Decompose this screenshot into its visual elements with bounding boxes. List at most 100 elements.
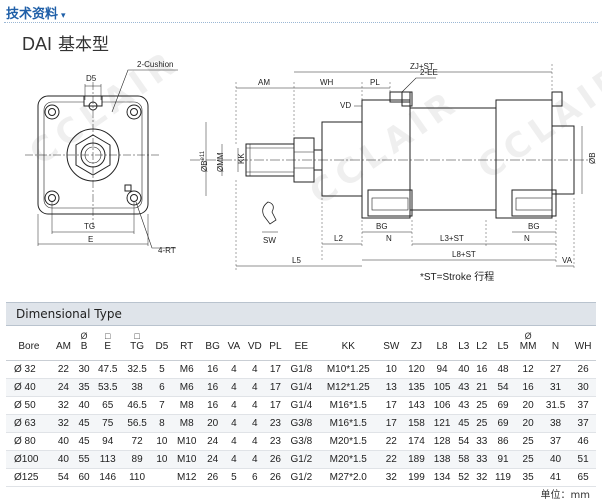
technical-drawing: CCLAIR CCLAIR CCLAIR [0, 52, 602, 300]
label-wh: WH [320, 78, 334, 87]
table-cell: G1/4 [285, 378, 318, 397]
column-header: SW [378, 326, 404, 361]
table-cell: 6 [151, 378, 173, 397]
table-cell [151, 468, 173, 487]
table-cell: 189 [403, 450, 430, 469]
table-cell: 158 [403, 414, 430, 433]
table-cell: 17 [265, 360, 286, 379]
column-symbol: Ø [524, 330, 532, 341]
table-cell: 21 [472, 378, 491, 397]
table-cell: 33 [472, 432, 491, 451]
table-cell: 91 [490, 450, 516, 469]
label-d5: D5 [86, 74, 97, 83]
table-cell: 128 [429, 432, 455, 451]
table-cell: 7 [151, 396, 173, 415]
unit-note: 单位：mm [540, 490, 590, 501]
column-header: VA [223, 326, 244, 361]
column-label: AM [55, 340, 71, 352]
table-cell: 58 [454, 450, 473, 469]
table-cell: 45 [454, 414, 473, 433]
table-cell: G1/8 [285, 360, 318, 379]
column-label: SW [383, 340, 400, 352]
label-mm: ØMM [216, 152, 225, 172]
table-cell: Ø 50 [6, 396, 52, 415]
column-label: Bore [18, 340, 40, 352]
column-label: RT [180, 340, 194, 352]
table-cell: 22 [378, 450, 404, 469]
column-header: KK [317, 326, 379, 361]
column-symbol: □ [134, 330, 140, 341]
table-cell: 16 [201, 396, 224, 415]
table-cell: 43 [454, 396, 473, 415]
table-cell: Ø 80 [6, 432, 52, 451]
table-cell: 113 [93, 450, 123, 469]
column-header: ZJ [403, 326, 430, 361]
table-cell: 138 [429, 450, 455, 469]
table-cell: 4 [243, 378, 266, 397]
table-cell: 16 [515, 378, 541, 397]
table-cell: 6 [243, 468, 266, 487]
column-label: PL [269, 340, 282, 352]
table-cell: G1/2 [285, 450, 318, 469]
section-dropdown[interactable]: 技术资料▾ [6, 3, 66, 22]
header-divider [4, 22, 598, 23]
table-cell: 32.5 [122, 360, 152, 379]
table-cell: Ø 40 [6, 378, 52, 397]
label-va: VA [562, 256, 573, 265]
column-label: E [104, 340, 112, 352]
label-kk: KK [237, 153, 246, 164]
table-cell: 16 [201, 360, 224, 379]
label-zjst: ZJ+ST [410, 62, 434, 71]
table-cell: 120 [403, 360, 430, 379]
table-cell: 94 [93, 432, 123, 451]
table-cell: M27*2.0 [317, 468, 379, 487]
table-cell: 89 [122, 450, 152, 469]
table-cell: M20*1.5 [317, 450, 379, 469]
table-cell: 106 [429, 396, 455, 415]
table-cell: 40 [75, 396, 94, 415]
column-header: BG [201, 326, 224, 361]
label-bg: BG [376, 222, 388, 231]
watermark-text: CCLAIR [471, 56, 602, 188]
table-cell: 26 [265, 468, 286, 487]
column-header: D5 [151, 326, 173, 361]
table-cell: M10 [172, 432, 202, 451]
table-cell: 51 [570, 450, 596, 469]
table-cell: 105 [429, 378, 455, 397]
table-cell: 38 [122, 378, 152, 397]
column-header: L5 [490, 326, 516, 361]
table-cell: 32 [378, 468, 404, 487]
table-cell: 52 [454, 468, 473, 487]
column-label: ZJ [410, 340, 423, 352]
table-cell: M12*1.25 [317, 378, 379, 397]
label-bg-2: BG [528, 222, 540, 231]
column-header: N [540, 326, 571, 361]
table-cell: 54 [51, 468, 76, 487]
column-label: B [80, 340, 88, 352]
table-cell: 30 [570, 378, 596, 397]
front-view [25, 69, 178, 249]
column-label: D5 [155, 340, 169, 352]
column-symbol: Ø [80, 330, 88, 341]
table-cell: 65 [93, 396, 123, 415]
table-cell: 38 [540, 414, 571, 433]
table-cell: 75 [93, 414, 123, 433]
column-label: L5 [497, 340, 509, 352]
column-label: EE [294, 340, 309, 352]
table-cell: 41 [540, 468, 571, 487]
table-cell: 69 [490, 396, 516, 415]
table-cell: 20 [201, 414, 224, 433]
column-label: BG [205, 340, 220, 352]
table-cell: 53.5 [93, 378, 123, 397]
table-cell: 5 [151, 360, 173, 379]
table-cell: G1/4 [285, 396, 318, 415]
table-cell: M6 [172, 360, 202, 379]
table-cell: 4 [243, 360, 266, 379]
table-cell: M10 [172, 450, 202, 469]
column-label: WH [574, 340, 592, 352]
